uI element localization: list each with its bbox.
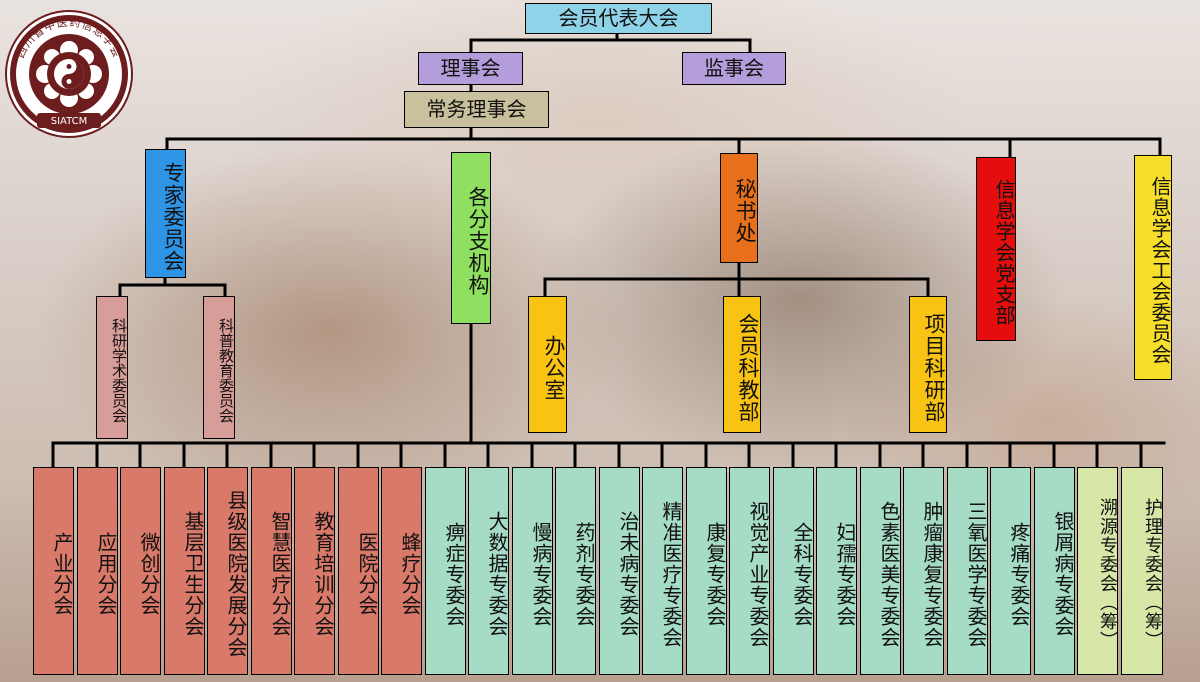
research-committee-box: 科研学术委员会: [96, 296, 128, 439]
committee-box: 慢病专委会: [512, 467, 553, 675]
union-committee-box: 信息学会工会委员会: [1134, 155, 1172, 380]
committee-box: 色素医美专委会: [860, 467, 901, 675]
party-branch-box: 信息学会党支部: [976, 157, 1016, 341]
standing-council-box: 常务理事会: [404, 91, 549, 128]
committee-box: 肿瘤康复专委会: [903, 467, 944, 675]
committee-box: 康复专委会: [686, 467, 727, 675]
committee-box: 疼痛专委会: [990, 467, 1031, 675]
committee-box: 银屑病专委会: [1034, 467, 1075, 675]
branch-box: 医院分会: [338, 467, 379, 675]
branch-box: 微创分会: [120, 467, 161, 675]
committee-box: 治未病专委会: [599, 467, 640, 675]
committee-box: 精准医疗专委会: [642, 467, 683, 675]
science-education-committee-box: 科普教育委员会: [203, 296, 235, 439]
branch-box: 产业分会: [33, 467, 74, 675]
branch-box: 蜂疗分会: [381, 467, 422, 675]
committee-box: 痹症专委会: [425, 467, 466, 675]
society-logo: 四川省中医药信息学会 SIATCM: [3, 8, 135, 140]
council-box: 理事会: [418, 52, 523, 85]
committee-box: 药剂专委会: [555, 467, 596, 675]
secretariat-box: 秘书处: [720, 153, 758, 263]
supervisors-box: 监事会: [682, 52, 786, 85]
logo-text-bottom: SIATCM: [51, 116, 88, 127]
experts-committee-box: 专家委员会: [145, 149, 186, 278]
branch-box: 教育培训分会: [294, 467, 335, 675]
committee-box-preparatory: 溯源专委会（筹）: [1077, 467, 1118, 675]
member-assembly-box: 会员代表大会: [525, 3, 712, 34]
branch-box: 县级医院发展分会: [207, 467, 248, 675]
committee-box: 大数据专委会: [468, 467, 509, 675]
committee-box-preparatory: 护理专委会（筹）: [1121, 467, 1163, 675]
branch-box: 应用分会: [77, 467, 118, 675]
branch-box: 基层卫生分会: [164, 467, 205, 675]
committee-box: 全科专委会: [773, 467, 814, 675]
member-education-dept-box: 会员科教部: [723, 296, 761, 433]
committee-box: 三氧医学专委会: [947, 467, 988, 675]
branch-box: 智慧医疗分会: [251, 467, 292, 675]
committee-box: 妇孺专委会: [816, 467, 857, 675]
branches-box: 各分支机构: [451, 152, 491, 324]
office-box: 办公室: [528, 296, 567, 433]
committee-box: 视觉产业专委会: [729, 467, 770, 675]
project-research-dept-box: 项目科研部: [909, 296, 947, 433]
